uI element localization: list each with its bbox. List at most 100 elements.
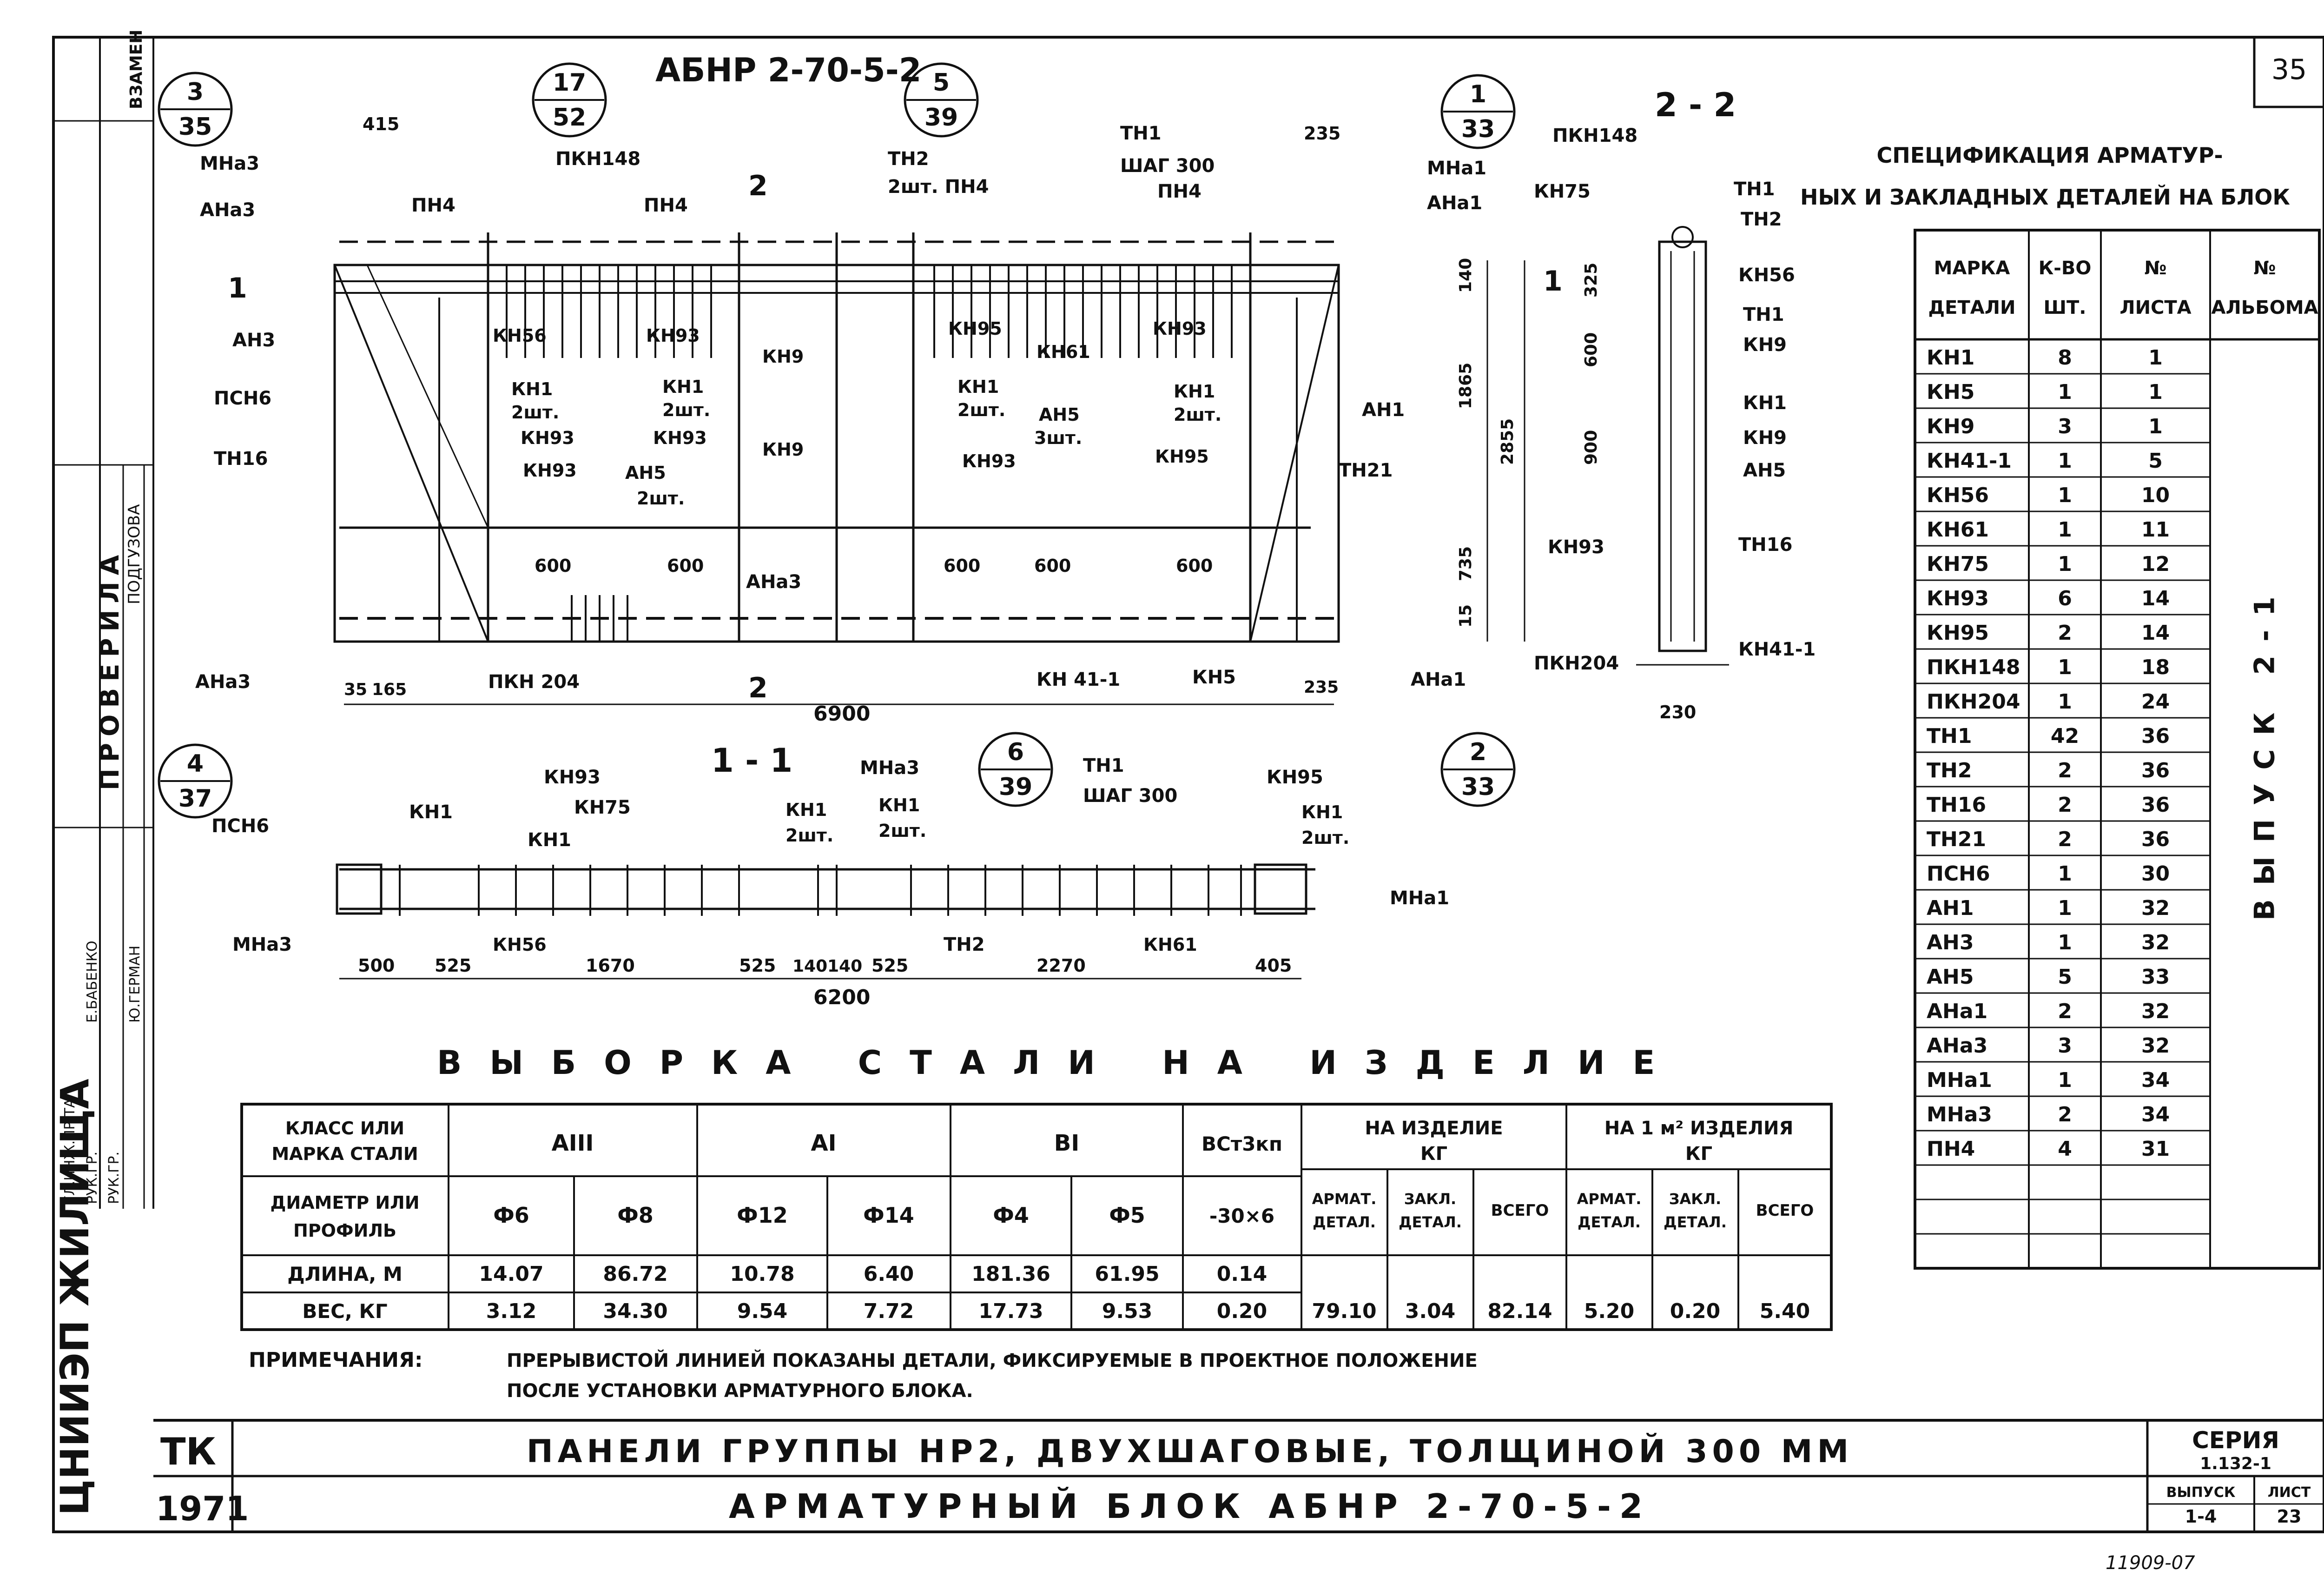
svg-text:АНа3: АНа3 bbox=[200, 199, 255, 221]
svg-text:АН1: АН1 bbox=[1362, 399, 1405, 421]
svg-text:415: 415 bbox=[363, 114, 399, 134]
spec-cell: 14 bbox=[2141, 621, 2170, 645]
svg-text:ВСЕГО: ВСЕГО bbox=[1756, 1201, 1814, 1220]
callout-3-35: 3 35 bbox=[158, 72, 233, 147]
section-1-1-view bbox=[336, 863, 1315, 980]
spec-cell: 1 bbox=[2058, 380, 2072, 404]
spec-cell: АНа1 bbox=[1927, 1000, 1987, 1023]
svg-text:ТН16: ТН16 bbox=[1738, 534, 1792, 556]
spec-cell: 2 bbox=[2058, 621, 2072, 645]
svg-text:Ф14: Ф14 bbox=[863, 1203, 914, 1228]
spec-cell: ТН21 bbox=[1927, 828, 1986, 851]
tk-label: ТК bbox=[160, 1430, 216, 1473]
svg-text:КГ: КГ bbox=[1685, 1143, 1712, 1165]
spec-cell: 1 bbox=[2148, 346, 2163, 370]
svg-text:ТН2: ТН2 bbox=[888, 148, 929, 170]
svg-text:6.40: 6.40 bbox=[864, 1262, 914, 1286]
svg-text:2шт.: 2шт. bbox=[662, 400, 710, 420]
svg-text:ЗАКЛ.: ЗАКЛ. bbox=[1669, 1190, 1721, 1208]
sheet-number: 35 bbox=[2271, 53, 2307, 86]
svg-text:Ф5: Ф5 bbox=[1109, 1203, 1145, 1228]
svg-text:52: 52 bbox=[553, 104, 586, 132]
svg-text:39: 39 bbox=[924, 104, 958, 132]
svg-text:ДЕТАЛ.: ДЕТАЛ. bbox=[1578, 1213, 1641, 1231]
svg-text:ПКН 204: ПКН 204 bbox=[488, 671, 580, 693]
svg-text:КН1: КН1 bbox=[1301, 802, 1343, 822]
spec-cell: 1 bbox=[2058, 862, 2072, 886]
svg-text:17: 17 bbox=[553, 69, 586, 97]
svg-text:КН1: КН1 bbox=[878, 795, 920, 815]
spec-cell: 2 bbox=[2058, 759, 2072, 782]
svg-text:2шт.: 2шт. bbox=[878, 821, 926, 841]
svg-text:КН93: КН93 bbox=[544, 767, 601, 788]
sheet-number-box bbox=[2253, 36, 2324, 108]
svg-text:КН56: КН56 bbox=[493, 934, 547, 955]
svg-text:140: 140 bbox=[792, 957, 827, 976]
spec-header: ДЕТАЛИ bbox=[1928, 297, 2016, 318]
svg-text:КН1: КН1 bbox=[1743, 392, 1787, 414]
svg-text:КН 41-1: КН 41-1 bbox=[1037, 669, 1120, 690]
spec-cell: 36 bbox=[2141, 828, 2170, 851]
svg-text:2: 2 bbox=[1470, 738, 1486, 766]
svg-text:АН5: АН5 bbox=[1039, 404, 1080, 425]
svg-text:2шт.: 2шт. bbox=[511, 402, 559, 423]
svg-text:КН61: КН61 bbox=[1143, 934, 1197, 955]
spec-cell: МНа3 bbox=[1927, 1103, 1992, 1126]
svg-text:525: 525 bbox=[872, 955, 908, 976]
svg-text:10.78: 10.78 bbox=[730, 1262, 794, 1286]
svg-text:ТН21: ТН21 bbox=[1339, 460, 1393, 481]
spec-header: АЛЬБОМА bbox=[2212, 297, 2318, 318]
svg-text:Ф8: Ф8 bbox=[617, 1203, 654, 1228]
callout-17-52: 17 52 bbox=[532, 62, 607, 138]
checked-label: ПРОВЕРИЛА bbox=[95, 549, 125, 790]
section-1-1-labels: ПСН6 КН1 КН93 КН75 КН1 КН1 2шт. МНа3 КН1… bbox=[211, 755, 1449, 955]
replace-label: ВЗАМЕН bbox=[127, 30, 146, 109]
spec-cell: КН75 bbox=[1927, 552, 1989, 576]
svg-text:ШАГ 300: ШАГ 300 bbox=[1083, 785, 1177, 807]
spec-header: № bbox=[2253, 258, 2276, 279]
svg-text:КН9: КН9 bbox=[762, 439, 804, 460]
svg-text:КН75: КН75 bbox=[574, 797, 631, 818]
spec-cell: 33 bbox=[2141, 965, 2170, 989]
spec-cell: 1 bbox=[2058, 552, 2072, 576]
spec-cell: КН9 bbox=[1927, 415, 1974, 438]
svg-text:61.95: 61.95 bbox=[1095, 1262, 1159, 1286]
section-2-2-view bbox=[1636, 226, 1729, 666]
svg-text:2: 2 bbox=[748, 672, 768, 704]
svg-text:АРМАТ.: АРМАТ. bbox=[1577, 1190, 1642, 1208]
svg-text:КЛАСС ИЛИ: КЛАСС ИЛИ bbox=[285, 1118, 404, 1139]
spec-cell: 2 bbox=[2058, 793, 2072, 817]
svg-text:КН95: КН95 bbox=[948, 318, 1002, 339]
svg-text:Ф4: Ф4 bbox=[993, 1203, 1029, 1228]
svg-text:0.20: 0.20 bbox=[1217, 1299, 1268, 1323]
svg-text:-30×6: -30×6 bbox=[1209, 1205, 1274, 1227]
spec-cell: КН93 bbox=[1927, 587, 1989, 610]
spec-cell: 8 bbox=[2058, 346, 2072, 370]
svg-text:КН93: КН93 bbox=[521, 428, 574, 448]
svg-text:КН9: КН9 bbox=[1743, 427, 1787, 449]
name-german: Ю.ГЕРМАН bbox=[127, 946, 143, 1023]
spec-cell: 18 bbox=[2141, 656, 2170, 679]
spec-header: К-ВО bbox=[2039, 258, 2092, 279]
svg-text:ВСЕГО: ВСЕГО bbox=[1491, 1201, 1549, 1220]
svg-text:900: 900 bbox=[1582, 430, 1601, 465]
sheet-border bbox=[52, 36, 2324, 1533]
spec-cell: ПСН6 bbox=[1927, 862, 1990, 886]
spec-cell: ПН4 bbox=[1927, 1137, 1975, 1161]
svg-text:15: 15 bbox=[1456, 604, 1475, 628]
svg-text:ПСН6: ПСН6 bbox=[211, 815, 269, 837]
svg-text:2: 2 bbox=[748, 170, 768, 202]
svg-text:2шт.: 2шт. bbox=[1174, 404, 1221, 425]
spec-cell: 1 bbox=[2058, 690, 2072, 714]
spec-cell: 1 bbox=[2058, 1068, 2072, 1092]
svg-text:ВЕС, КГ: ВЕС, КГ bbox=[302, 1300, 387, 1323]
svg-text:АI: АI bbox=[811, 1130, 836, 1156]
spec-cell: МНа1 bbox=[1927, 1068, 1992, 1092]
series-label: СЕРИЯ bbox=[2192, 1427, 2279, 1454]
svg-text:1670: 1670 bbox=[586, 955, 635, 976]
svg-text:165: 165 bbox=[372, 680, 407, 699]
svg-text:6: 6 bbox=[1007, 738, 1024, 766]
svg-text:АНа1: АНа1 bbox=[1427, 192, 1482, 214]
section-2-2-title: 2 - 2 bbox=[1655, 86, 1736, 124]
